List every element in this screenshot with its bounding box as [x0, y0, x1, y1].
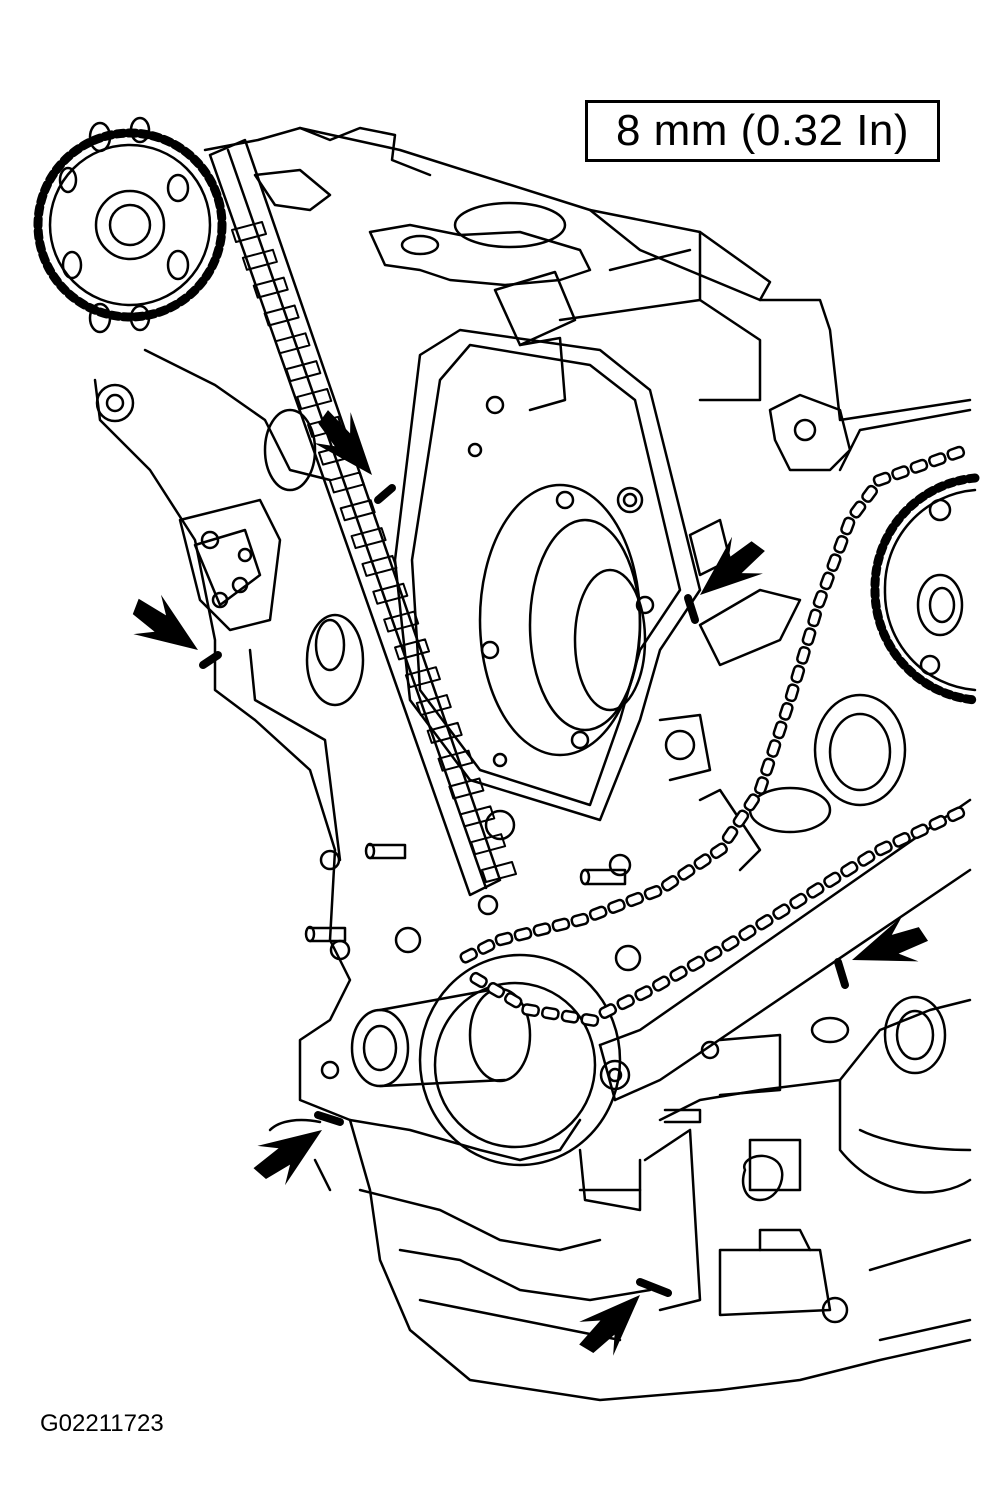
chain-link [928, 814, 948, 831]
camshaft-sprocket [33, 116, 227, 334]
chain-link [840, 860, 859, 878]
chain-link [946, 445, 966, 461]
chain-link [660, 874, 680, 892]
chain-link [755, 914, 774, 931]
chain-link [669, 965, 688, 982]
chain-link [928, 452, 947, 468]
chain-link [570, 912, 590, 928]
chain-link [616, 994, 635, 1011]
chain-link [560, 1009, 580, 1024]
chain-link [910, 823, 930, 840]
chain-link [819, 571, 835, 591]
dowel-pins [304, 809, 702, 1124]
chain-link [872, 471, 892, 487]
chain-link [891, 465, 910, 481]
chain-link [721, 935, 740, 952]
sealant-spec-label: 8 mm (0.32 In) [615, 106, 910, 155]
chain-link [513, 927, 533, 942]
chain-link [826, 553, 842, 572]
cylinder-head [203, 126, 972, 422]
chain-link [693, 853, 712, 870]
chain-tensioner-idler [698, 693, 907, 872]
chain-link [532, 922, 552, 937]
cover-plate [393, 328, 702, 822]
left-chain-guide [208, 138, 517, 897]
sealant-mark-guide [374, 484, 396, 504]
chain-link [494, 931, 514, 947]
sealant-mark-left-upper [199, 651, 222, 669]
timing-chain [459, 445, 966, 1027]
chain-link [476, 938, 496, 955]
chain-link [598, 1003, 618, 1020]
sealant-mark-head-right [684, 594, 699, 624]
chain-link [521, 1003, 540, 1017]
chain-link [588, 905, 608, 921]
chain-link [732, 809, 750, 828]
chain-link [772, 903, 791, 920]
sealant-marks [199, 484, 849, 1297]
chain-link [540, 1006, 560, 1021]
chain-link [651, 975, 671, 992]
chain-link [840, 516, 856, 536]
chain-link [721, 825, 739, 845]
chain-link [772, 720, 788, 740]
chain-link [796, 645, 811, 665]
chain-link [784, 683, 800, 703]
chain-link [486, 982, 506, 999]
chain-link [807, 608, 822, 628]
chain-link [833, 534, 849, 554]
sealant-spec-box: 8 mm (0.32 In) [585, 100, 940, 162]
chain-link [754, 776, 769, 795]
chain-link [849, 500, 867, 519]
chain-link [704, 945, 723, 962]
arrow-left-upper [120, 585, 212, 670]
chain-link [778, 702, 794, 721]
chain-link [760, 757, 776, 777]
chain-link [459, 947, 479, 964]
sealant-mark-bottom-left [314, 1111, 344, 1126]
sealant-mark-right-lower [834, 958, 849, 989]
chain-link [874, 840, 893, 857]
chain-link [580, 1013, 600, 1027]
chain-link [812, 589, 828, 609]
crankshaft-sprocket [350, 953, 622, 1167]
arrow-bottom-left [244, 1110, 336, 1195]
chain-link [861, 484, 879, 503]
chain-link [709, 842, 728, 860]
chain-link [607, 898, 626, 914]
chain-link [909, 458, 929, 474]
pointer-arrows [120, 399, 934, 1368]
chain-link [677, 864, 696, 881]
chain-link [504, 992, 523, 1009]
chain-link [946, 806, 966, 823]
chain-link [469, 971, 488, 989]
figure-id: G02211723 [40, 1410, 164, 1437]
front-cover [93, 348, 582, 1162]
chain-link [738, 924, 757, 942]
chain-link [766, 739, 782, 758]
chain-link [625, 891, 645, 908]
lower-right-housing [658, 995, 972, 1342]
chain-link [789, 892, 808, 910]
right-camshaft-sprocket [870, 473, 980, 705]
chain-link [686, 955, 706, 972]
chain-link [806, 882, 825, 899]
oil-pan [268, 1118, 972, 1402]
chain-link [643, 885, 663, 901]
sealant-mark-oil-pan [636, 1278, 672, 1297]
right-chain-guide [598, 798, 972, 1102]
chain-link [892, 831, 911, 848]
chain-link [790, 664, 806, 684]
chain-link [634, 985, 653, 1002]
chain-link [801, 627, 817, 646]
chain-link [857, 850, 876, 867]
chain-link [823, 871, 842, 889]
chain-link [743, 793, 761, 812]
chain-link [551, 917, 571, 932]
